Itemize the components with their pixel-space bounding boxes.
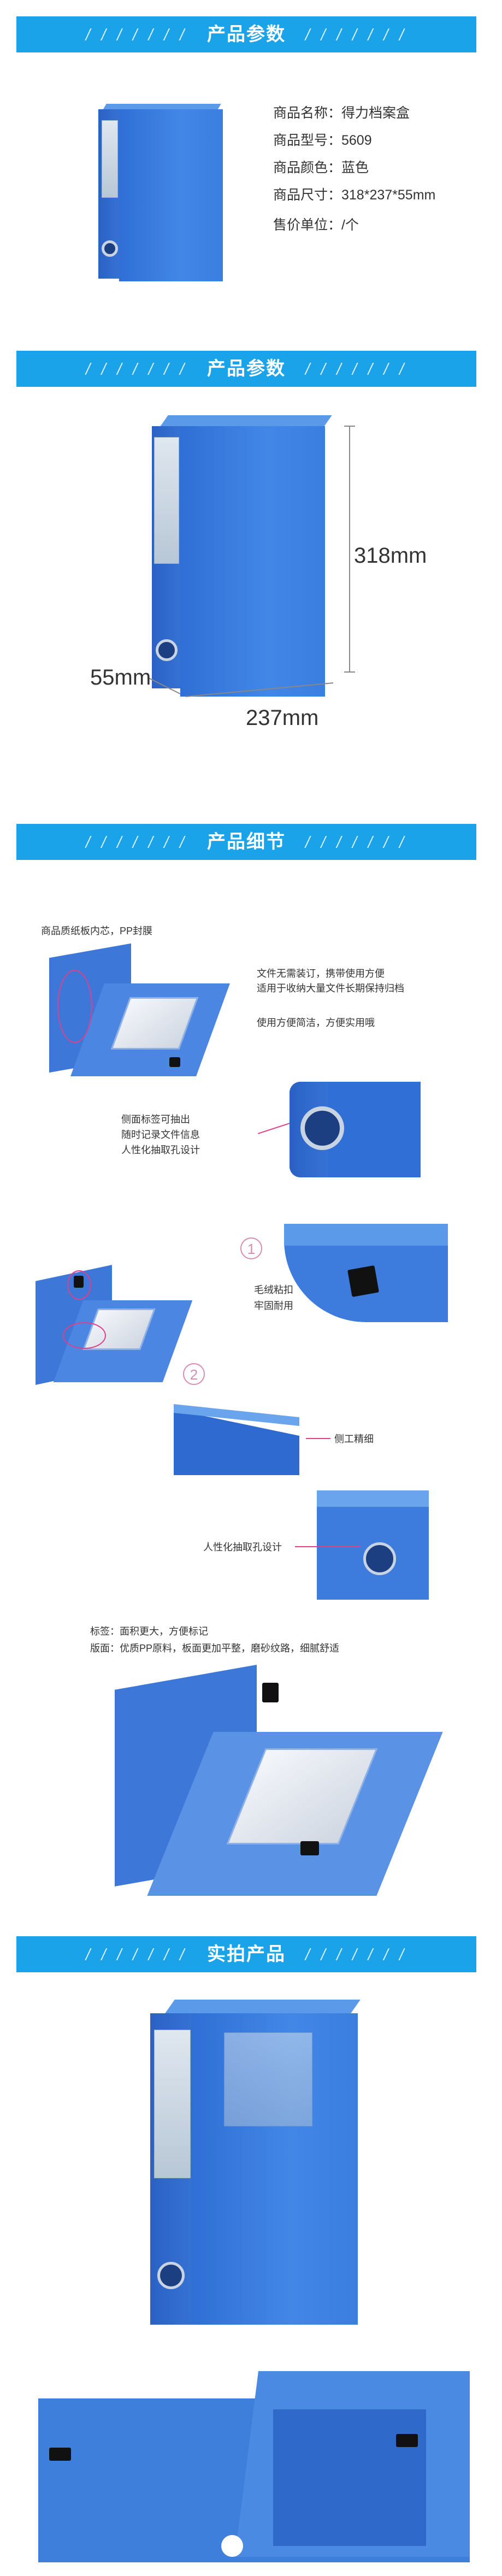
banner-decoration-right	[302, 836, 411, 848]
spec-size: 商品尺寸：318*237*55mm	[273, 187, 436, 203]
material-note: 商品质纸板内芯，PP封膜	[41, 926, 153, 936]
section-banner-details: 产品细节	[16, 824, 476, 860]
dimension-width: 237mm	[246, 706, 319, 730]
label-note: 标签：面积更大，方便标记	[90, 1626, 208, 1637]
detail-image-ring-closeup	[290, 1082, 421, 1177]
detail-desc-3: 使用方便简洁，方便实用哦	[257, 1017, 375, 1028]
detail-desc-2: 适用于收纳大量文件长期保持归档	[257, 983, 404, 994]
dimension-depth: 55mm	[90, 665, 151, 689]
section-banner-params-2: 产品参数	[16, 351, 476, 387]
section-title: 产品参数	[197, 24, 296, 45]
detail-image-open-box-large	[109, 1661, 443, 1901]
banner-decoration-left	[82, 836, 191, 848]
banner-decoration-right	[302, 1948, 411, 1960]
section-banner-params-1: 产品参数	[16, 16, 476, 52]
detail-desc-1: 文件无需装订，携带使用方便	[257, 968, 385, 979]
detail-number-2: 2	[183, 1363, 205, 1385]
banner-decoration-left	[82, 28, 191, 40]
highlight-oval	[57, 970, 92, 1043]
product-image-box-dimensions	[147, 415, 333, 699]
section-title: 产品参数	[197, 358, 296, 379]
side-craft-note: 侧工精细	[334, 1434, 374, 1445]
detail-image-hole	[317, 1490, 429, 1600]
hole-design-note: 人性化抽取孔设计	[203, 1542, 282, 1553]
dimension-lines	[147, 426, 355, 697]
spec-name: 商品名称：得力档案盒	[273, 105, 410, 121]
side-label-note-2: 随时记录文件信息	[121, 1129, 200, 1140]
banner-decoration-right	[302, 28, 411, 40]
spec-model: 商品型号：5609	[273, 133, 372, 148]
detail-image-open-box-2	[30, 1262, 193, 1393]
velcro-note-1: 毛绒粘扣	[254, 1284, 293, 1295]
side-label-note-3: 人性化抽取孔设计	[121, 1145, 200, 1156]
product-image-box-small	[93, 104, 229, 284]
banner-decoration-left	[82, 1948, 191, 1960]
spec-unit: 售价单位：/个	[273, 217, 359, 233]
detail-number-1: 1	[240, 1237, 262, 1259]
detail-image-velcro	[284, 1224, 448, 1322]
banner-decoration-left	[82, 363, 191, 375]
real-photo-box-open	[38, 2366, 470, 2562]
dimension-height: 318mm	[354, 544, 427, 568]
spec-color: 商品颜色：蓝色	[273, 160, 369, 175]
detail-image-open-box	[38, 940, 230, 1082]
section-title: 产品细节	[197, 832, 296, 852]
section-banner-real: 实拍产品	[16, 1936, 476, 1972]
velcro-note-2: 牢固耐用	[254, 1300, 293, 1311]
board-note: 版面：优质PP原料，板面更加平整，磨砂纹路，细腻舒适	[90, 1643, 340, 1654]
section-title: 实拍产品	[197, 1944, 296, 1965]
detail-image-side-craft	[174, 1399, 305, 1481]
side-label-note-1: 侧面标签可抽出	[121, 1114, 190, 1125]
banner-decoration-right	[302, 363, 411, 375]
real-photo-box-standing	[147, 2000, 361, 2327]
